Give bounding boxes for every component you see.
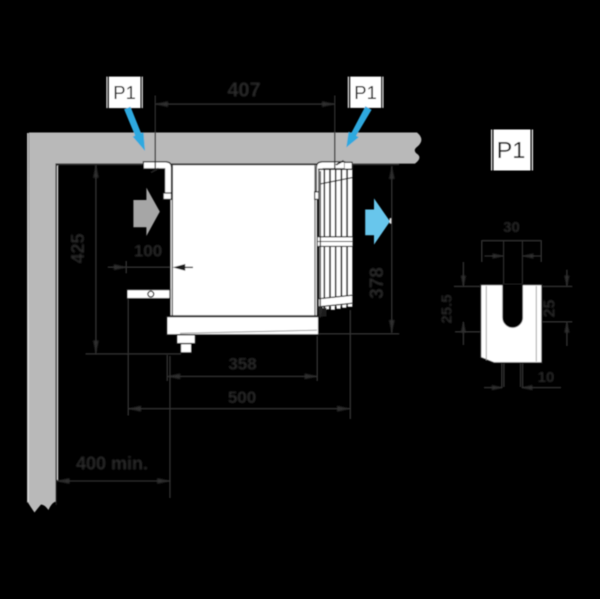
svg-text:358: 358 <box>228 355 256 374</box>
svg-text:400 min.: 400 min. <box>76 454 148 474</box>
svg-text:25.5: 25.5 <box>439 294 456 323</box>
svg-text:500: 500 <box>228 388 256 407</box>
svg-text:30: 30 <box>503 219 520 236</box>
svg-text:378: 378 <box>367 267 388 299</box>
svg-text:P1: P1 <box>113 82 136 103</box>
svg-text:100: 100 <box>134 242 162 261</box>
svg-text:25: 25 <box>542 300 559 318</box>
svg-text:P1: P1 <box>497 137 526 163</box>
svg-text:10: 10 <box>538 369 555 386</box>
svg-text:425: 425 <box>68 233 88 263</box>
svg-text:407: 407 <box>227 80 260 102</box>
svg-text:P1: P1 <box>354 82 377 103</box>
